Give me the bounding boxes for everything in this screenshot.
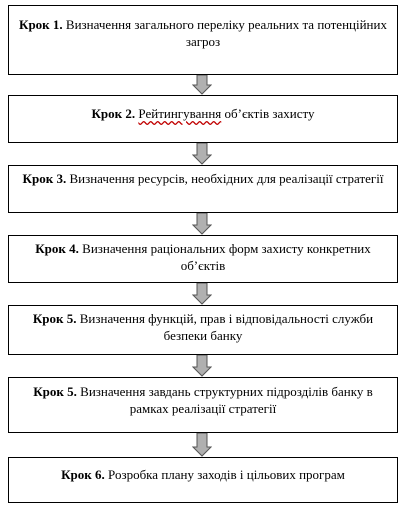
step-5b-box: Крок 5. Визначення завдань структурних п… xyxy=(8,377,398,433)
step-2-text-spellchecked: Рейтингування xyxy=(138,106,222,121)
step-2-label: Крок 2. xyxy=(91,106,136,121)
arrow-down-icon xyxy=(192,433,212,457)
step-5b-text: Визначення завдань структурних підрозділ… xyxy=(80,384,373,416)
step-4-box: Крок 4. Визначення раціональних форм зах… xyxy=(8,235,398,283)
step-5-label: Крок 5. xyxy=(32,311,77,326)
step-3-box: Крок 3. Визначення ресурсів, необхідних … xyxy=(8,165,398,213)
step-3-label: Крок 3. xyxy=(22,171,67,186)
step-5-text: Визначення функцій, прав і відповідально… xyxy=(79,311,374,343)
step-6-label: Крок 6. xyxy=(61,467,105,482)
step-1-box: Крок 1. Визначення загального переліку р… xyxy=(8,5,398,75)
step-2-box: Крок 2. Рейтингування об’єктів захисту xyxy=(8,95,398,143)
step-4-text: Визначення раціональних форм захисту кон… xyxy=(82,241,371,273)
arrow-down-icon xyxy=(192,143,212,165)
step-5b-label: Крок 5. xyxy=(33,384,77,399)
arrow-down-icon xyxy=(192,75,212,95)
step-3-text: Визначення ресурсів, необхідних для реал… xyxy=(69,171,384,186)
step-4-label: Крок 4. xyxy=(35,241,79,256)
step-1-label: Крок 1. xyxy=(19,17,63,32)
arrow-down-icon xyxy=(192,355,212,377)
arrow-down-icon xyxy=(192,213,212,235)
step-1-text: Визначення загального переліку реальних … xyxy=(65,17,387,49)
step-2-text: об’єктів захисту xyxy=(221,106,315,121)
step-6-box: Крок 6. Розробка плану заходів і цільови… xyxy=(8,457,398,503)
step-5-box: Крок 5. Визначення функцій, прав і відпо… xyxy=(8,305,398,355)
step-6-text: Розробка плану заходів і цільових програ… xyxy=(108,467,345,482)
arrow-down-icon xyxy=(192,283,212,305)
